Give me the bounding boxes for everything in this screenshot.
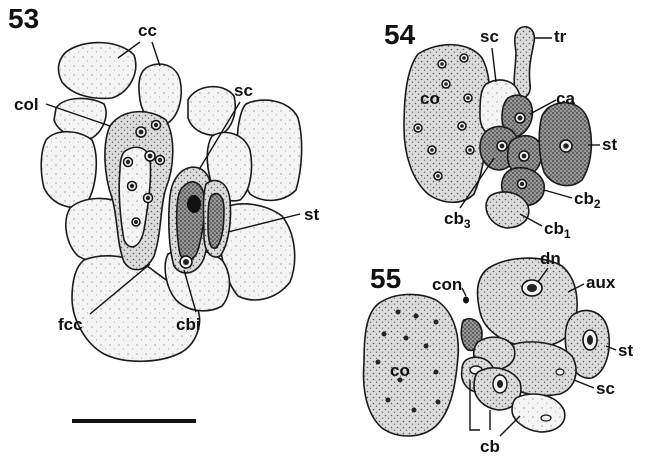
- panel-54: 54 sc tr ca co: [384, 19, 617, 241]
- nucleolus: [158, 158, 162, 162]
- label-cb2-text: cb: [574, 189, 594, 208]
- nucleus-dot: [436, 400, 441, 405]
- label-cbi: cbi: [176, 315, 201, 334]
- nucleolus: [563, 143, 569, 149]
- nucleolus: [148, 154, 153, 159]
- nucleus-dot: [414, 314, 419, 319]
- leader-sc-54: [492, 48, 496, 82]
- nucleus-dot: [386, 398, 391, 403]
- nucleolus: [522, 154, 527, 159]
- label-sc-54: sc: [480, 27, 499, 46]
- nucleolus: [462, 56, 466, 60]
- nucleolus: [518, 116, 523, 121]
- nucleus-dot: [424, 344, 429, 349]
- nucleolus: [134, 220, 138, 224]
- nucleus-dot: [382, 332, 387, 337]
- nucleus-dot: [434, 370, 439, 375]
- nucleolus: [500, 144, 505, 149]
- nucleolus: [460, 124, 464, 128]
- nucleolus: [466, 96, 470, 100]
- label-fcc: fcc: [58, 315, 83, 334]
- label-dn: dn: [540, 249, 561, 268]
- label-cb2: cb2: [574, 189, 601, 211]
- nucleolus: [527, 284, 537, 292]
- columella-cell-co: [364, 294, 459, 436]
- nucleolus: [436, 174, 440, 178]
- nucleolus: [440, 62, 444, 66]
- nucleolus: [468, 148, 472, 152]
- label-cb3-sub: 3: [464, 217, 471, 231]
- auxiliary-cell: [478, 258, 578, 347]
- nucleolus: [520, 182, 524, 186]
- nucleus: [541, 415, 551, 421]
- label-cc: cc: [138, 21, 157, 40]
- label-cb-55: cb: [480, 437, 500, 456]
- lower-cell: [486, 192, 529, 228]
- nucleus-dark: [187, 195, 201, 213]
- nucleolus: [139, 130, 144, 135]
- label-st-53: st: [304, 205, 319, 224]
- label-st-54: st: [602, 135, 617, 154]
- label-sc-55: sc: [596, 379, 615, 398]
- trichogyne: [514, 27, 534, 98]
- panel-55-number: 55: [370, 263, 401, 294]
- leader-cb2: [544, 190, 572, 198]
- panel-53-number: 53: [8, 3, 39, 34]
- nucleolus: [444, 82, 448, 86]
- label-cb1: cb1: [544, 219, 571, 241]
- nucleolus: [416, 126, 420, 130]
- leader-sc-55: [574, 380, 594, 388]
- cumulus-cell: [41, 132, 96, 207]
- nucleus-dot: [376, 360, 381, 365]
- panel-54-number: 54: [384, 19, 416, 50]
- label-cb2-sub: 2: [594, 197, 601, 211]
- nucleus-dot: [396, 310, 401, 315]
- nucleus-dot: [404, 336, 409, 341]
- conjunctor-cell: [463, 297, 469, 304]
- panel-53: 53: [8, 3, 319, 421]
- label-cb1-text: cb: [544, 219, 564, 238]
- nucleus: [556, 369, 564, 375]
- label-co-55: co: [390, 361, 410, 380]
- label-cb3-text: cb: [444, 209, 464, 228]
- label-sc-53: sc: [234, 81, 253, 100]
- nucleolus: [146, 196, 150, 200]
- label-st-55: st: [618, 341, 633, 360]
- label-aux: aux: [586, 273, 616, 292]
- nucleolus: [126, 160, 130, 164]
- nucleolus: [154, 123, 158, 127]
- label-tr: tr: [554, 27, 567, 46]
- nucleus-dot: [434, 320, 439, 325]
- label-co-54: co: [420, 89, 440, 108]
- cumulus-cell: [59, 43, 136, 99]
- label-con: con: [432, 275, 462, 294]
- nucleolus: [497, 380, 503, 388]
- label-ca: ca: [556, 89, 575, 108]
- nucleolus: [130, 184, 134, 188]
- nucleolus: [183, 259, 189, 265]
- leader-con: [462, 288, 466, 296]
- panel-55: 55 dn: [364, 249, 634, 456]
- nucleolus: [430, 148, 434, 152]
- label-cb1-sub: 1: [564, 227, 571, 241]
- carpogonial-branch-cell: [512, 394, 565, 432]
- nucleus-dot: [412, 408, 417, 413]
- label-cb3: cb3: [444, 209, 471, 231]
- cumulus-cell: [188, 87, 235, 135]
- nucleolus: [587, 335, 593, 345]
- label-col: col: [14, 95, 39, 114]
